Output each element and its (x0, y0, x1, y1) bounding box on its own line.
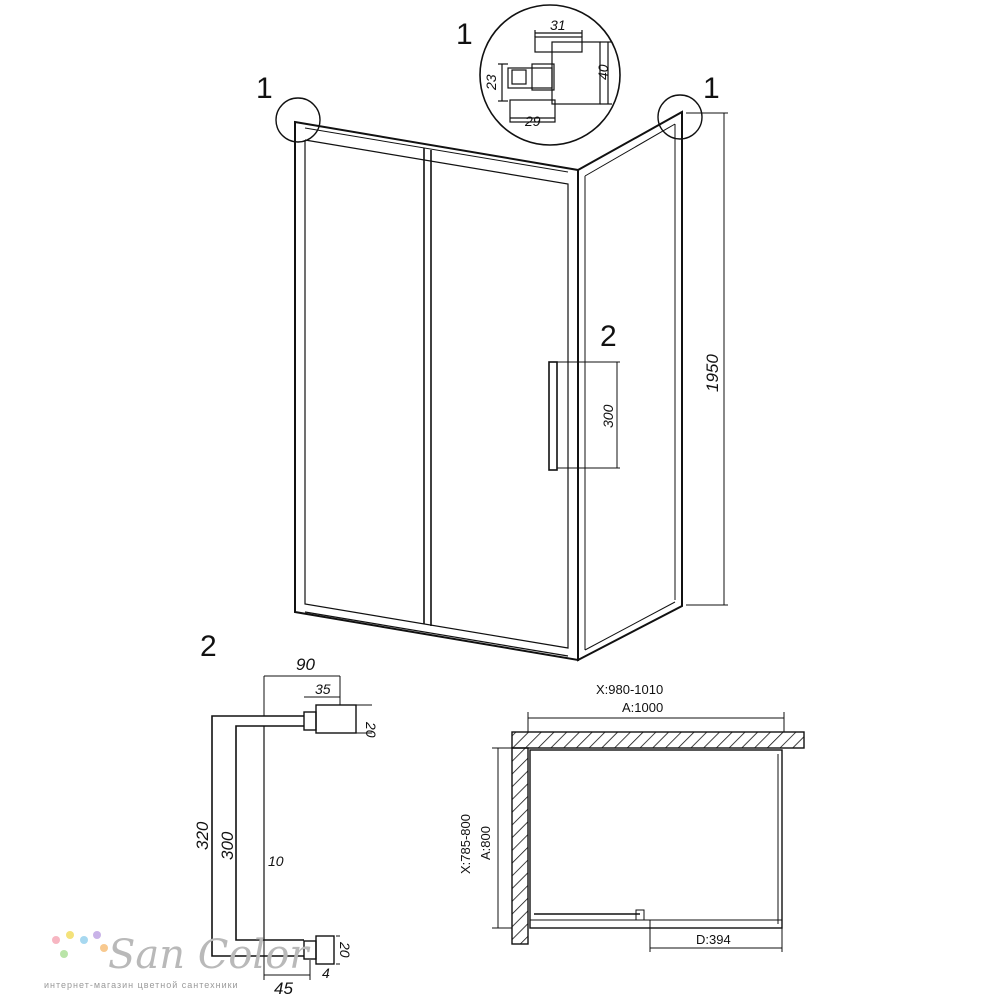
callout-corner-right: 1 (703, 72, 720, 105)
profile-dim-right: 40 (595, 64, 611, 80)
profile-dim-left: 23 (483, 74, 499, 91)
profile-section-detail: 31 40 23 29 (479, 4, 621, 146)
brand-name: San Color (108, 932, 311, 978)
plan-door-dimension: D:394 (696, 932, 731, 947)
profile-dim-top: 31 (550, 17, 566, 33)
height-dimension: 1950 (703, 354, 722, 392)
handle-diameter-dimension: 10 (268, 853, 284, 869)
handle-length-dimension: 300 (600, 404, 616, 428)
plan-a-depth: A:800 (478, 826, 493, 860)
handle-mount-width-dimension: 35 (315, 681, 331, 697)
handle-detail (211, 675, 372, 980)
handle-grip-dimension: 300 (218, 831, 237, 860)
handle-base-dimension: 45 (274, 979, 293, 998)
enclosure-elevation (275, 94, 728, 662)
plan-a-width: A:1000 (622, 700, 663, 715)
logo-dot (93, 931, 101, 939)
callout-handle-front: 2 (600, 320, 617, 353)
handle-depth-dimension: 90 (296, 655, 315, 674)
callout-profile: 1 (456, 18, 473, 51)
logo-dot (52, 936, 60, 944)
logo-dot (66, 931, 74, 939)
plan-x-width-range: X:980-1010 (596, 682, 663, 697)
brand-tagline: интернет-магазин цветной сантехники (44, 980, 239, 990)
handle-mount-bottom-dimension: 20 (337, 941, 353, 958)
logo-dot (100, 944, 108, 952)
handle-overall-dimension: 320 (193, 821, 212, 850)
logo-dot (60, 950, 68, 958)
callout-corner-left: 1 (256, 72, 273, 105)
plan-view (492, 712, 805, 952)
callout-handle-detail: 2 (200, 630, 217, 663)
profile-dim-bottom: 29 (524, 113, 541, 129)
brand-logo: San Color интернет-магазин цветной санте… (44, 931, 311, 990)
logo-dot (80, 936, 88, 944)
handle-mount-top-dimension: 20 (363, 721, 379, 738)
handle-offset-dimension: 4 (322, 965, 330, 981)
plan-x-depth-range: X:785-800 (458, 814, 473, 874)
